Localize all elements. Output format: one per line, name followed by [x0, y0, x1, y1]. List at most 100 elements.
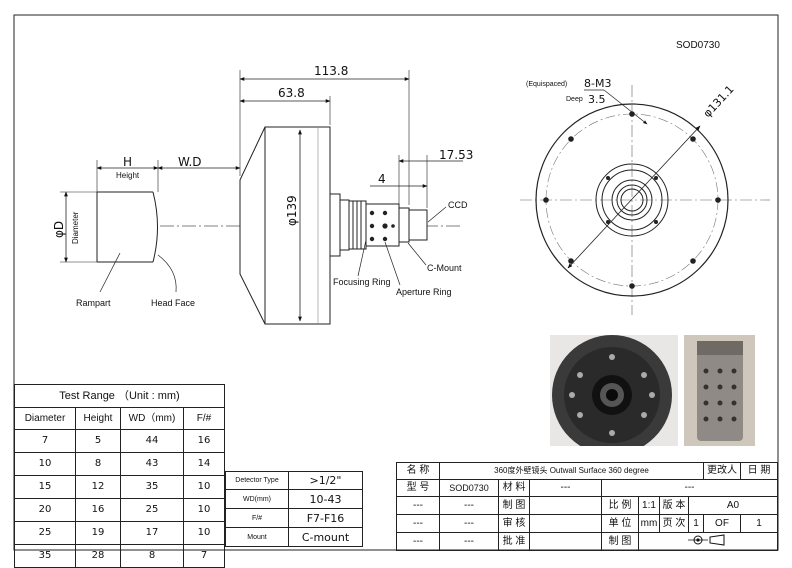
model-value: SOD0730 [439, 479, 499, 497]
object-cylinder [96, 191, 158, 263]
projection-icon [688, 534, 725, 546]
dash: --- [396, 532, 440, 551]
cell: 16 [183, 429, 225, 453]
spec-value: F7-F16 [288, 508, 363, 528]
r2-right: --- [601, 479, 778, 497]
lens-side-photo [684, 335, 755, 446]
ccd-label: CCD [448, 200, 468, 210]
scale-label: 比 例 [601, 496, 639, 515]
cell: 25 [120, 498, 184, 522]
lens-holes [369, 210, 395, 242]
approve-label: 批 准 [498, 532, 530, 551]
lens-front-view [520, 85, 770, 315]
unit-value: mm [638, 514, 660, 533]
col-fnum: F/# [183, 407, 225, 430]
scale-value: 1:1 [638, 496, 660, 515]
focusing-ring-label: Focusing Ring [333, 277, 391, 287]
phi-d-label: φD [52, 221, 66, 238]
cell: 8 [75, 452, 121, 476]
col-height: Height [75, 407, 121, 430]
cell: 5 [75, 429, 121, 453]
version-value: A0 [688, 496, 778, 515]
check-label: 审 核 [498, 514, 530, 533]
cell: 35 [120, 475, 184, 499]
rampart-leader [99, 252, 121, 293]
height-label: Height [116, 171, 140, 180]
cell: 14 [183, 452, 225, 476]
cell: 10 [183, 521, 225, 545]
drawing-id: SOD0730 [676, 40, 720, 51]
spec-value: 10-43 [288, 489, 363, 509]
of-label: OF [703, 514, 741, 533]
cell: 43 [120, 452, 184, 476]
unit-label: 单 位 [601, 514, 639, 533]
cell: 19 [75, 521, 121, 545]
tail-value: 17.53 [439, 148, 473, 162]
cell: 15 [14, 475, 76, 499]
cell: 17 [120, 521, 184, 545]
gap-value: 4 [378, 172, 386, 186]
bolt-circle-dimension [567, 125, 701, 269]
test-range-title: Test Range （Unit : mm) [14, 384, 225, 408]
version-label: 版 本 [659, 496, 689, 515]
cell: 25 [14, 521, 76, 545]
cell: 44 [120, 429, 184, 453]
depth-value: 3.5 [588, 93, 606, 106]
cell: 35 [14, 544, 76, 568]
test-range-table: Test Range （Unit : mm) Diameter Height W… [14, 384, 225, 568]
of-value: 1 [740, 514, 778, 533]
dash: --- [439, 514, 499, 533]
col-diameter: Diameter [14, 407, 76, 430]
date-label: 日 期 [740, 462, 778, 480]
material-value: --- [529, 479, 602, 497]
cell: 28 [75, 544, 121, 568]
changer-label: 更改人 [703, 462, 741, 480]
head-face-label: Head Face [151, 298, 195, 308]
aperture-ring-label: Aperture Ring [396, 287, 452, 297]
c-mount-label: C-Mount [427, 263, 462, 273]
spec-table: Detector Type>1/2" WD(mm)10-43 F/#F7-F16… [225, 471, 363, 547]
cell: 8 [120, 544, 184, 568]
rampart-label: Rampart [76, 298, 111, 308]
model-label: 型 号 [396, 479, 440, 497]
dash: --- [396, 514, 440, 533]
dash: --- [396, 496, 440, 515]
body-length-value: 63.8 [278, 86, 305, 100]
material-label: 材 料 [498, 479, 530, 497]
thread-spec: 8-M3 [584, 77, 611, 90]
name-value: 360度外壁镜头 Outwall Surface 360 degree [439, 462, 704, 480]
diameter-label: Diameter [71, 211, 80, 244]
thread-leader [603, 89, 648, 125]
spec-label: WD(mm) [225, 489, 289, 509]
cell: 7 [183, 544, 225, 568]
col-wd: WD（mm) [120, 407, 184, 430]
cell: 16 [75, 498, 121, 522]
drawn-label: 制 图 [498, 496, 530, 515]
spec-label: F/# [225, 508, 289, 528]
dash: --- [439, 532, 499, 551]
spec-label: Detector Type [225, 471, 289, 490]
cell: 12 [75, 475, 121, 499]
page-label: 页 次 [659, 514, 689, 533]
name-label: 名 称 [396, 462, 440, 480]
overall-length-value: 113.8 [314, 64, 348, 78]
outer-diameter-value: φ139 [285, 195, 299, 226]
wd-label: W.D [178, 155, 202, 169]
cell: 10 [183, 475, 225, 499]
equispaced-label: (Equispaced) [526, 81, 567, 88]
spec-value: >1/2" [288, 471, 363, 490]
cell: 20 [14, 498, 76, 522]
draw-label: 制 图 [601, 532, 639, 551]
page-value: 1 [688, 514, 704, 533]
h-label: H [123, 155, 132, 169]
cell: 10 [14, 452, 76, 476]
depth-label: Deep [566, 96, 583, 103]
